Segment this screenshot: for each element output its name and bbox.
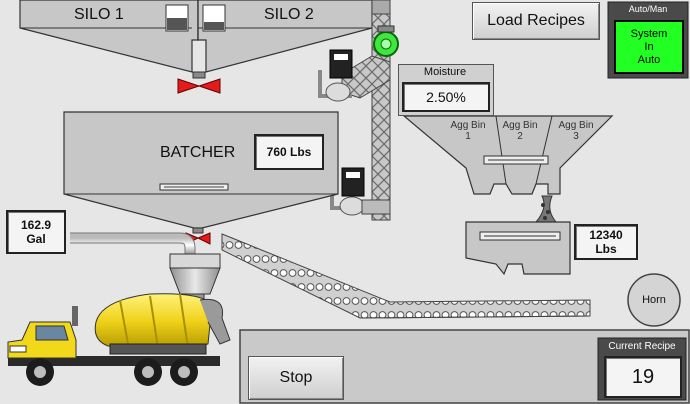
upper-solenoid-valve-icon[interactable] — [318, 49, 353, 102]
auto-status-line-2: In — [644, 40, 654, 53]
horn-button[interactable]: Horn — [642, 294, 666, 306]
belt-conveyor — [221, 233, 591, 319]
silo-1 — [19, 0, 199, 73]
water-value: 162.9 — [20, 218, 52, 232]
auto-status-line-1: System — [630, 27, 668, 40]
agg-bins — [402, 115, 614, 195]
silo-discharge-valve-icon[interactable] — [177, 71, 221, 94]
aggregate-flow-icon — [534, 195, 558, 223]
auto-man-title: Auto/Man — [628, 4, 668, 14]
water-unit: Gal — [26, 232, 46, 246]
silo-1-level-gauge — [165, 4, 189, 32]
moisture-value[interactable]: 2.50% — [402, 82, 490, 112]
agg-weight-unit: Lbs — [595, 242, 617, 256]
water-readout[interactable]: 162.9 Gal — [6, 210, 66, 254]
silo-2-label: SILO 2 — [264, 6, 314, 23]
truck-wheel — [134, 358, 162, 386]
mixer-feed-cone — [169, 253, 221, 301]
stop-button[interactable]: Stop — [248, 356, 344, 400]
water-pipe — [70, 233, 195, 254]
current-recipe-label: Current Recipe — [608, 341, 676, 352]
batcher-label: BATCHER — [160, 144, 236, 161]
mixer-drum — [94, 293, 213, 355]
horn-button-shape[interactable] — [627, 273, 681, 327]
agg-weight-value: 12340 — [589, 228, 623, 242]
silo-1-label: SILO 1 — [74, 6, 124, 23]
load-recipes-button[interactable]: Load Recipes — [472, 2, 600, 40]
screw-motor-icon[interactable] — [373, 25, 399, 57]
batcher-weight-readout[interactable]: 760 Lbs — [254, 134, 324, 170]
auto-status-line-3: Auto — [637, 53, 661, 66]
current-recipe-value[interactable]: 19 — [604, 356, 682, 398]
batcher-hopper — [63, 111, 339, 229]
mixer-truck-icon — [7, 293, 231, 386]
truck-wheel — [170, 358, 198, 386]
silo-2-level-gauge — [202, 4, 226, 32]
truck-wheel — [26, 358, 54, 386]
agg-weight-readout[interactable]: 12340 Lbs — [574, 224, 638, 260]
moisture-label: Moisture — [423, 66, 467, 78]
agg-weigh-hopper — [465, 221, 571, 276]
auto-man-toggle[interactable]: System In Auto — [614, 20, 684, 74]
